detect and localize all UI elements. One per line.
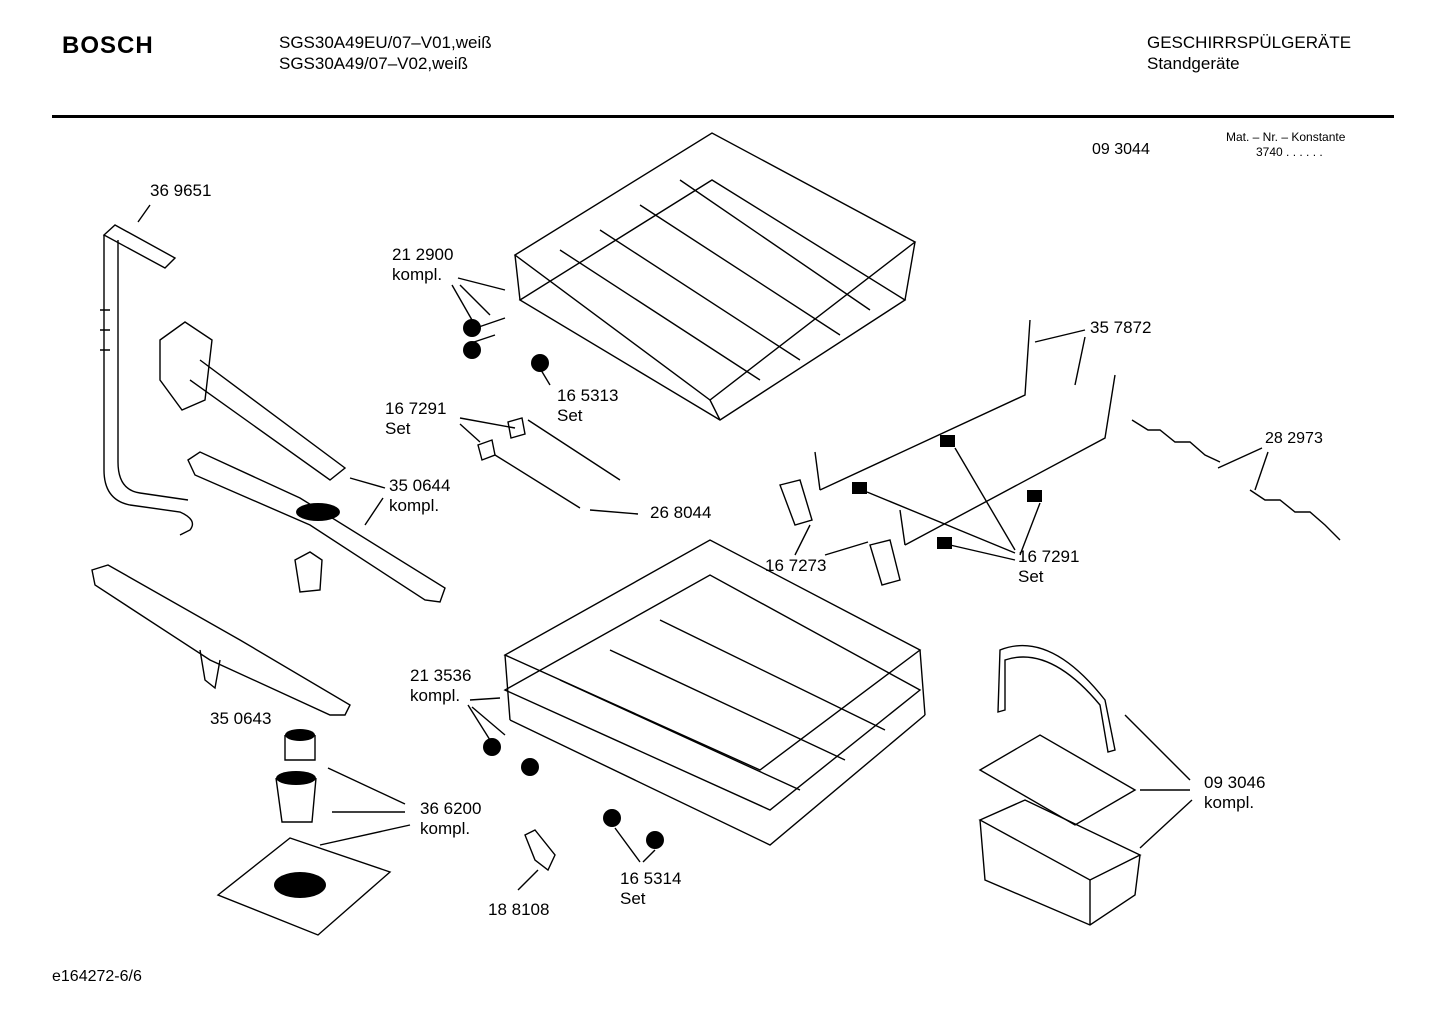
mat-label: Mat. – Nr. – Konstante [1226, 130, 1346, 144]
part-suffix-093046: kompl. [1204, 793, 1255, 812]
part-number-167291-upper: 16 7291 [385, 399, 447, 418]
part-suffix-167291-lower: Set [1018, 567, 1044, 586]
lower-basket-drawing [483, 539, 926, 849]
part-number-212900: 21 2900 [392, 245, 454, 264]
small-clip-drawing [524, 829, 556, 872]
filter-drawing [216, 729, 392, 936]
arm-holder-drawing [159, 321, 347, 481]
part-suffix-212900: kompl. [392, 265, 443, 284]
cutlery-basket-drawing [978, 644, 1142, 926]
upper-spray-arm-drawing [187, 451, 446, 603]
model-line-1: SGS30A49EU/07–V01,weiß [279, 33, 492, 52]
part-number-369651: 36 9651 [150, 181, 212, 200]
supply-pipe-drawing [100, 224, 194, 536]
fold-tine-drawing [1131, 419, 1341, 541]
part-number-268044: 26 8044 [650, 503, 712, 522]
lower-spray-arm-drawing [91, 564, 351, 716]
clips-drawing [779, 435, 1042, 586]
cup-rack-drawing [814, 319, 1116, 546]
part-number-167273: 16 7273 [765, 556, 827, 575]
part-number-357872: 35 7872 [1090, 318, 1152, 337]
leader-lines [137, 204, 1269, 891]
part-number-165314: 16 5314 [620, 869, 682, 888]
model-line-2: SGS30A49/07–V02,weiß [279, 54, 469, 73]
part-number-188108: 18 8108 [488, 900, 550, 919]
knife-rack-drawing [477, 417, 621, 509]
part-number-213536: 21 3536 [410, 666, 472, 685]
part-suffix-213536: kompl. [410, 686, 461, 705]
part-number-282973: 28 2973 [1265, 430, 1323, 447]
part-number-093046: 09 3046 [1204, 773, 1266, 792]
drawing-number: 09 3044 [1092, 141, 1150, 158]
part-suffix-165314: Set [620, 889, 646, 908]
figure-id: e164272-6/6 [52, 968, 142, 985]
part-number-167291-lower: 16 7291 [1018, 547, 1080, 566]
part-number-350644: 35 0644 [389, 476, 451, 495]
part-suffix-165313: Set [557, 406, 583, 425]
subcategory-title: Standgeräte [1147, 54, 1240, 73]
part-number-350643: 35 0643 [210, 709, 272, 728]
header-divider [52, 115, 1394, 118]
mat-value: 3740 . . . . . . [1256, 145, 1323, 159]
part-number-366200: 36 6200 [420, 799, 482, 818]
part-suffix-167291-upper: Set [385, 419, 411, 438]
part-suffix-350644: kompl. [389, 496, 440, 515]
upper-basket-drawing [463, 132, 917, 421]
category-title: GESCHIRRSPÜLGERÄTE [1147, 33, 1352, 52]
part-suffix-366200: kompl. [420, 819, 471, 838]
part-number-165313: 16 5313 [557, 386, 619, 405]
brand-logo: BOSCH [62, 32, 154, 59]
